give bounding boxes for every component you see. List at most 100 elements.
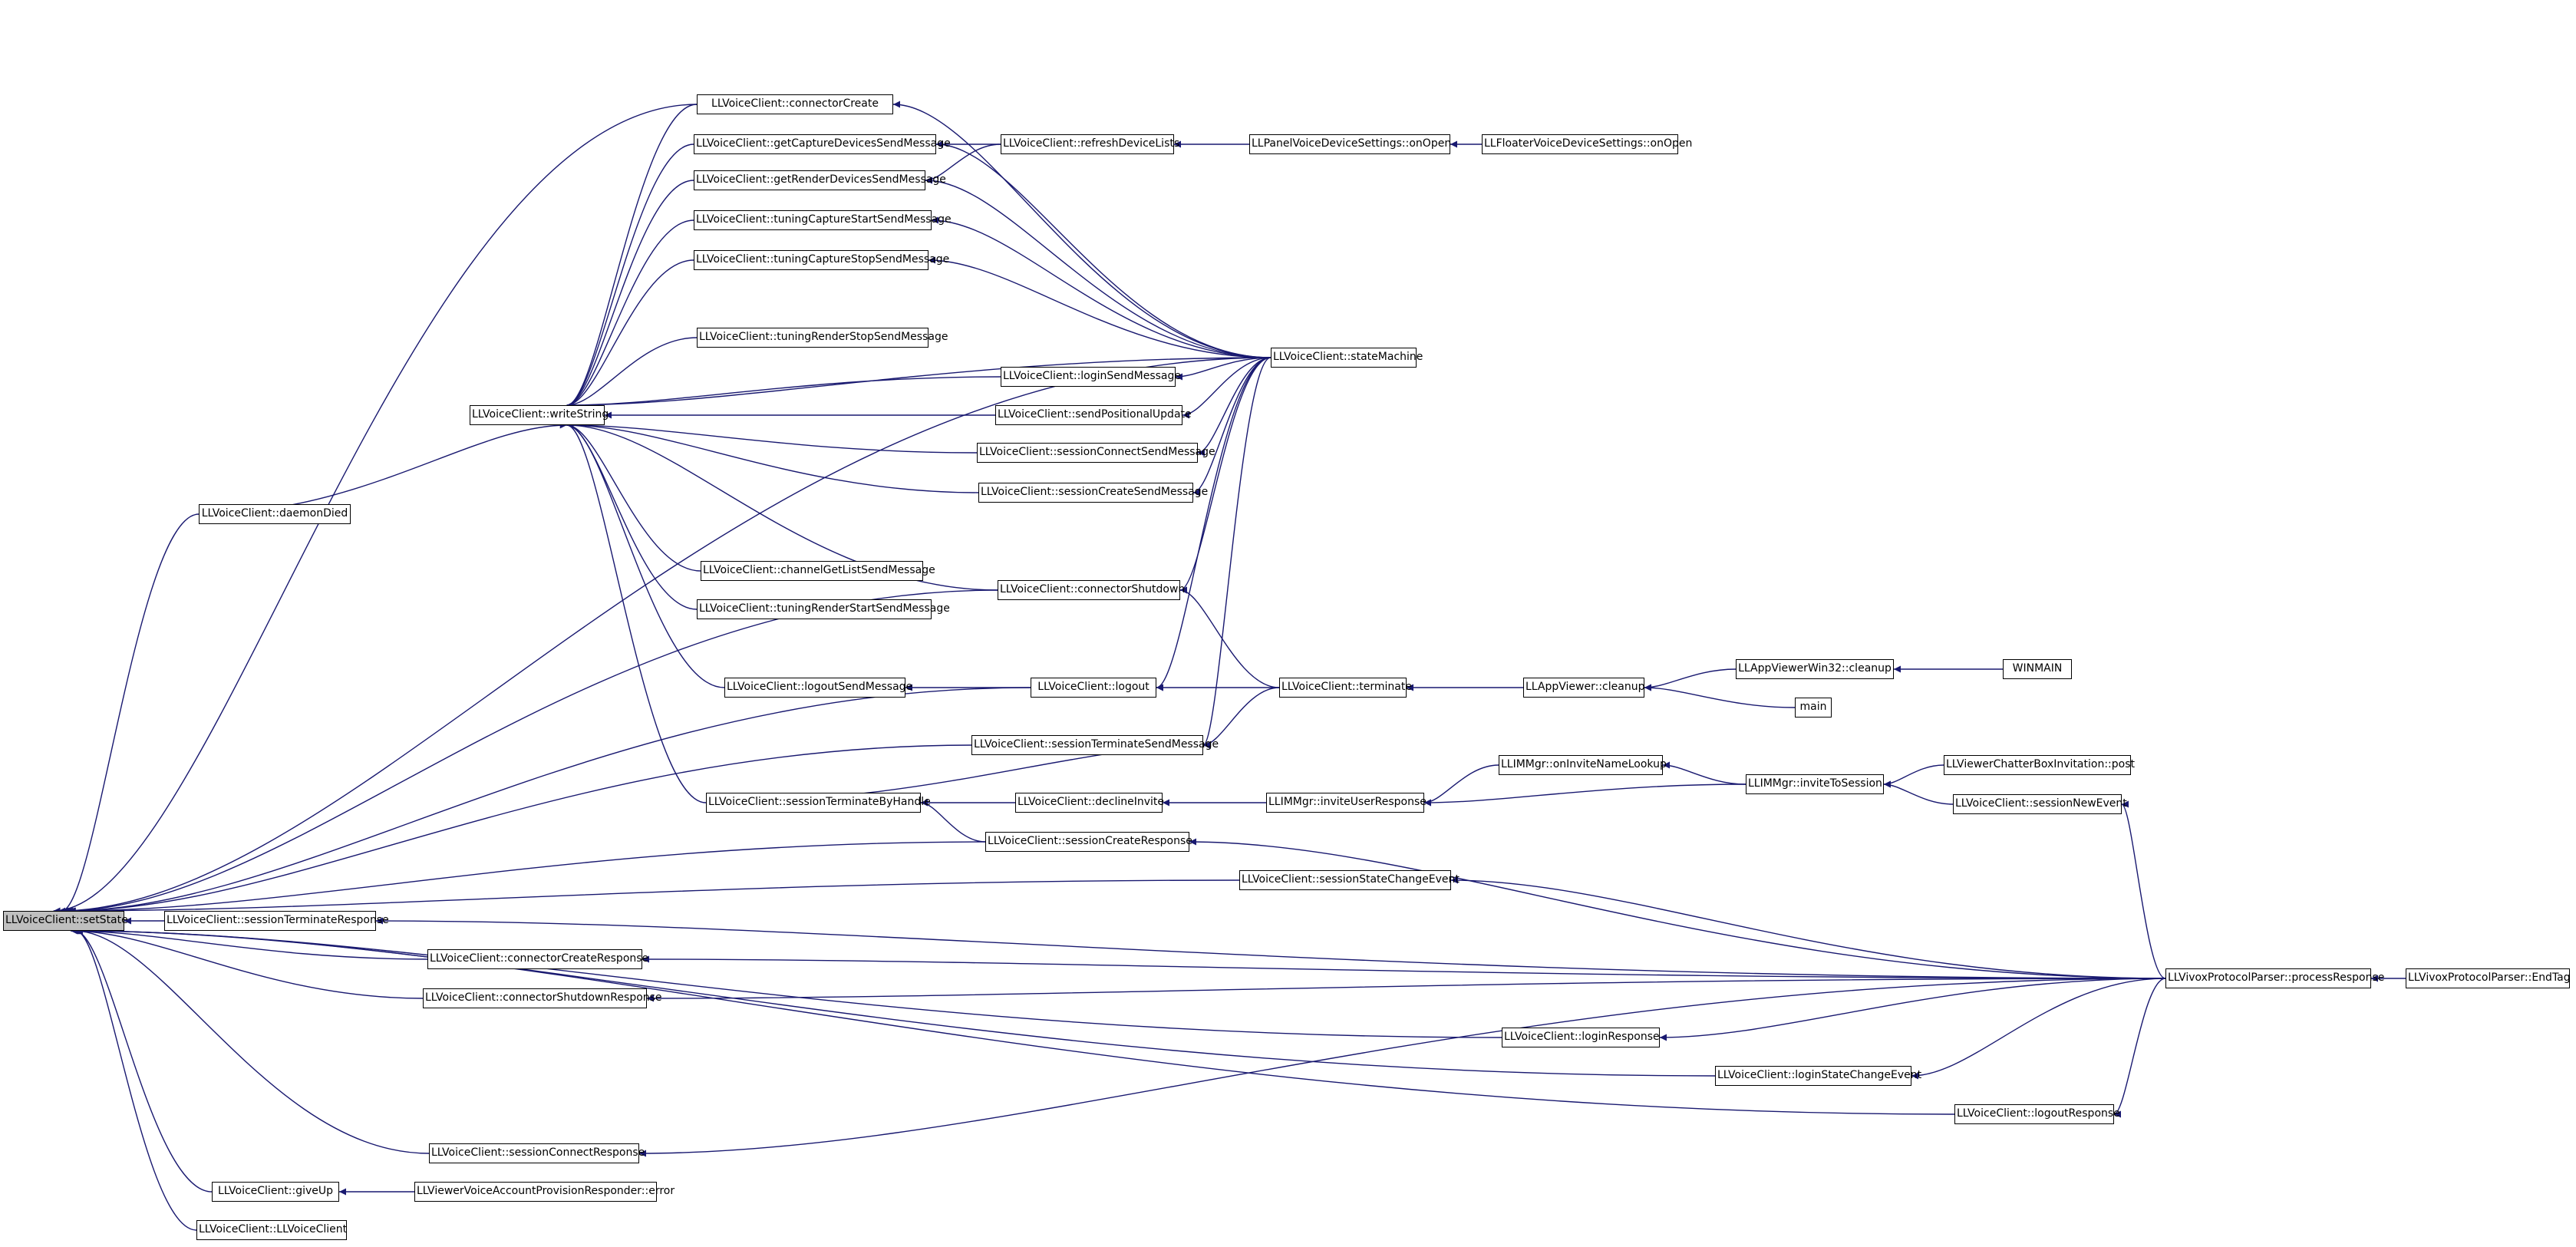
- edge-onInviteNameLookup-to-inviteUserResponse: [1423, 764, 1499, 807]
- node-provision-error[interactable]: LLViewerVoiceAccountProvisionResponder::…: [414, 1182, 675, 1202]
- node-connector-shutdown-response[interactable]: LLVoiceClient::connectorShutdownResponse: [423, 988, 662, 1008]
- edge-inviteToSession-to-onInviteNameLookup: [1662, 761, 1746, 785]
- node-session-terminate-send-message[interactable]: LLVoiceClient::sessionTerminateSendMessa…: [971, 735, 1219, 755]
- node-tuning-capture-stop-send-message[interactable]: LLVoiceClient::tuningCaptureStopSendMess…: [694, 250, 949, 270]
- edge-llVoiceClient-to-setState: [75, 927, 197, 1231]
- edge-stateMachine-to-connectorShutdown: [1179, 357, 1272, 594]
- edge-processResponse-to-logoutResponse: [2113, 978, 2166, 1118]
- node-send-positional-update[interactable]: LLVoiceClient::sendPositionalUpdate: [995, 405, 1192, 425]
- edge-stateMachine-to-tuningCaptureStartSendMessage: [931, 216, 1272, 358]
- node-winmain[interactable]: WINMAIN: [2003, 659, 2072, 679]
- edge-appViewerWin32Cleanup-to-appViewerCleanup: [1644, 668, 1737, 691]
- node-session-create-response[interactable]: LLVoiceClient::sessionCreateResponse: [985, 832, 1192, 852]
- edge-stateMachine-to-sessionConnectSendMessage: [1197, 357, 1272, 457]
- edge-daemonDied-to-writeString: [198, 421, 567, 515]
- node-invite-user-response[interactable]: LLIMMgr::inviteUserResponse: [1266, 793, 1427, 813]
- node-main[interactable]: main: [1795, 698, 1832, 718]
- node-floater-on-open[interactable]: LLFloaterVoiceDeviceSettings::onOpen: [1482, 134, 1692, 154]
- edge-loginResponse-to-setState: [71, 927, 1502, 1038]
- edge-inviteToSession-to-inviteUserResponse: [1423, 783, 1746, 807]
- edge-connectorShutdownResponse-to-setState: [71, 927, 424, 999]
- edge-logoutResponse-to-setState: [73, 927, 1955, 1115]
- edge-processResponse-to-loginStateChangeEvent: [1911, 978, 2166, 1080]
- edge-getCaptureDevicesSendMessage-to-writeString: [566, 144, 694, 409]
- node-refresh-device-lists[interactable]: LLVoiceClient::refreshDeviceLists: [1001, 134, 1179, 154]
- edge-channelGetListSendMessage-to-writeString: [566, 421, 701, 572]
- edge-sessionNewEvent-to-inviteToSession: [1883, 780, 1954, 805]
- node-logout[interactable]: LLVoiceClient::logout: [1031, 678, 1156, 698]
- edge-stateMachine-to-sessionCreateSendMessage: [1192, 357, 1272, 496]
- edge-stateMachine-to-getCaptureDevicesSendMessage: [935, 140, 1272, 358]
- node-chatter-box-post[interactable]: LLViewerChatterBoxInvitation::post: [1944, 755, 2135, 775]
- node-write-string[interactable]: LLVoiceClient::writeString: [470, 405, 609, 425]
- node-on-invite-name-lookup[interactable]: LLIMMgr::onInviteNameLookup: [1499, 755, 1667, 775]
- edge-stateMachine-to-setState: [58, 357, 1272, 915]
- edge-connectorShutdown-to-writeString: [566, 421, 998, 591]
- node-channel-get-list-send-message[interactable]: LLVoiceClient::channelGetListSendMessage: [701, 561, 935, 581]
- node-logout-send-message[interactable]: LLVoiceClient::logoutSendMessage: [724, 678, 912, 698]
- node-login-state-change-event[interactable]: LLVoiceClient::loginStateChangeEvent: [1715, 1066, 1921, 1086]
- edge-processResponse-to-connectorShutdownResponse: [646, 978, 2166, 1002]
- node-terminate[interactable]: LLVoiceClient::terminate: [1279, 678, 1412, 698]
- edge-giveUp-to-setState: [74, 927, 213, 1193]
- node-session-terminate-response[interactable]: LLVoiceClient::sessionTerminateResponse: [164, 911, 389, 931]
- node-end-tag[interactable]: LLVivoxProtocolParser::EndTag: [2406, 968, 2571, 988]
- node-app-viewer-cleanup[interactable]: LLAppViewer::cleanup: [1523, 678, 1644, 698]
- node-panel-on-open[interactable]: LLPanelVoiceDeviceSettings::onOpen: [1249, 134, 1451, 154]
- node-give-up[interactable]: LLVoiceClient::giveUp: [212, 1182, 339, 1202]
- edge-sessionConnectResponse-to-setState: [74, 927, 430, 1154]
- node-logout-response[interactable]: LLVoiceClient::logoutResponse: [1954, 1104, 2120, 1124]
- node-session-state-change-event[interactable]: LLVoiceClient::sessionStateChangeEvent: [1239, 870, 1460, 890]
- edge-tuningCaptureStopSendMessage-to-writeString: [566, 259, 694, 409]
- node-session-create-send-message[interactable]: LLVoiceClient::sessionCreateSendMessage: [978, 483, 1208, 503]
- node-connector-shutdown[interactable]: LLVoiceClient::connectorShutdown: [998, 580, 1185, 600]
- node-decline-invite[interactable]: LLVoiceClient::declineInvite: [1015, 793, 1164, 813]
- node-session-terminate-by-handle[interactable]: LLVoiceClient::sessionTerminateByHandle: [706, 793, 931, 813]
- node-login-send-message[interactable]: LLVoiceClient::loginSendMessage: [1001, 367, 1181, 387]
- node-session-connect-response[interactable]: LLVoiceClient::sessionConnectResponse: [429, 1143, 645, 1163]
- edge-getRenderDevicesSendMessage-to-writeString: [566, 180, 694, 409]
- edge-logout-to-setState: [64, 687, 1031, 915]
- edge-terminate-to-sessionTerminateSendMessage: [1202, 687, 1280, 749]
- node-get-render-devices-send-message[interactable]: LLVoiceClient::getRenderDevicesSendMessa…: [694, 170, 946, 190]
- node-login-response[interactable]: LLVoiceClient::loginResponse: [1502, 1028, 1660, 1047]
- edge-sessionTerminateSendMessage-to-setState: [66, 744, 972, 915]
- edge-stateMachine-to-sessionTerminateSendMessage: [1202, 357, 1272, 749]
- edge-daemonDied-to-setState: [61, 513, 200, 915]
- node-ll-voice-client[interactable]: LLVoiceClient::LLVoiceClient: [196, 1220, 347, 1240]
- node-session-new-event[interactable]: LLVoiceClient::sessionNewEvent: [1953, 794, 2127, 814]
- node-tuning-capture-start-send-message[interactable]: LLVoiceClient::tuningCaptureStartSendMes…: [694, 210, 952, 230]
- edge-tuningRenderStopSendMessage-to-writeString: [566, 337, 698, 409]
- edge-stateMachine-to-tuningCaptureStopSendMessage: [928, 256, 1272, 358]
- edge-connectorShutdown-to-setState: [63, 589, 998, 915]
- edge-stateMachine-to-getRenderDevicesSendMessage: [925, 176, 1272, 358]
- edge-sessionCreateResponse-to-setState: [68, 841, 986, 915]
- edge-tuningRenderStartSendMessage-to-writeString: [566, 421, 698, 610]
- node-daemon-died[interactable]: LLVoiceClient::daemonDied: [199, 504, 351, 524]
- node-process-response[interactable]: LLVivoxProtocolParser::processResponse: [2165, 968, 2384, 988]
- edge-processResponse-to-sessionConnectResponse: [638, 978, 2166, 1157]
- edge-sessionConnectSendMessage-to-writeString: [566, 421, 978, 454]
- edge-loginStateChangeEvent-to-setState: [72, 927, 1716, 1077]
- node-tuning-render-stop-send-message[interactable]: LLVoiceClient::tuningRenderStopSendMessa…: [697, 328, 948, 348]
- edge-processResponse-to-sessionStateChangeEvent: [1450, 876, 2166, 979]
- edge-connectorCreateResponse-to-setState: [70, 927, 428, 960]
- edge-sessionTerminateByHandle-to-writeString: [566, 421, 707, 803]
- node-get-capture-devices-send-message[interactable]: LLVoiceClient::getCaptureDevicesSendMess…: [694, 134, 951, 154]
- node-connector-create[interactable]: LLVoiceClient::connectorCreate: [697, 94, 893, 114]
- edge-stateMachine-to-logout: [1156, 357, 1272, 691]
- node-connector-create-response[interactable]: LLVoiceClient::connectorCreateResponse: [427, 949, 648, 969]
- node-tuning-render-start-send-message[interactable]: LLVoiceClient::tuningRenderStartSendMess…: [697, 599, 950, 619]
- edge-processResponse-to-connectorCreateResponse: [642, 955, 2166, 979]
- node-session-connect-send-message[interactable]: LLVoiceClient::sessionConnectSendMessage: [977, 443, 1215, 463]
- node-app-viewer-win32-cleanup[interactable]: LLAppViewerWin32::cleanup: [1736, 659, 1894, 679]
- edge-processResponse-to-sessionTerminateResponse: [375, 917, 2166, 979]
- node-set-state: LLVoiceClient::setState: [3, 911, 128, 931]
- edge-stateMachine-to-connectorCreate: [892, 101, 1272, 358]
- edge-processResponse-to-loginResponse: [1659, 978, 2166, 1041]
- edge-sessionCreateResponse-to-sessionTerminateByHandle: [920, 799, 986, 843]
- edge-stateMachine-to-sendPositionalUpdate: [1182, 357, 1272, 419]
- node-invite-to-session[interactable]: LLIMMgr::inviteToSession: [1746, 774, 1884, 794]
- node-state-machine[interactable]: LLVoiceClient::stateMachine: [1271, 348, 1423, 368]
